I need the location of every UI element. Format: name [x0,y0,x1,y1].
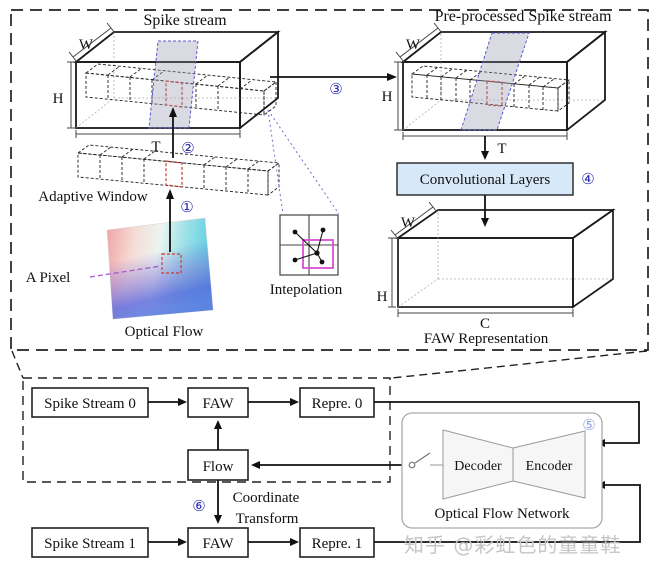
highlighted-cell-red [165,80,183,108]
spike-tube-2 [410,65,571,112]
faw-1-label: FAW [202,536,234,552]
arrow-step-4 [481,195,489,227]
faw-1-box [187,527,249,558]
pipeline-boxes [31,387,375,558]
faw-0-box [187,387,249,418]
adaptive-window-label: Adaptive Window [38,189,148,205]
optical-flow-network: Decoder Encoder Optical Flow Network ⑤ [401,412,603,529]
dim-h-label-2: H [382,89,393,105]
optical-flow-network-label: Optical Flow Network [435,506,570,522]
adaptive-window-tube [76,144,281,196]
pipeline-arrows [148,398,641,546]
step-1-marker: ① [180,198,193,216]
encoder-label: Encoder [526,459,573,474]
preprocessed-title: Pre-processed Spike stream [435,8,612,25]
dim-w-label-2: W [406,37,421,53]
spike-stream-1-box [31,527,149,558]
coordinate-transform-line2: Transform [236,511,299,527]
spike-stream-1-label: Spike Stream 1 [44,536,136,552]
step-3-marker: ③ [329,80,342,98]
arrow-step-1 [166,189,174,252]
faw-submodule-dashed-border [22,377,391,483]
interp-target-magenta-box [302,239,334,269]
interpolation-label: Intepolation [270,282,343,298]
encoder-trapezoid [512,430,586,499]
repre-1-label: Repre. 1 [312,536,363,552]
zoom-funnel-left-line [11,350,24,379]
spike-stream-0-box [31,387,149,418]
watermark-text: 知乎 @彩虹色的童童鞋 [404,533,621,557]
step-4-marker: ④ [581,170,594,188]
interpolation-inset [279,214,339,276]
time-slice-plane-2 [460,32,530,131]
faw-module-dashed-border [10,9,649,351]
faw-0-label: FAW [202,396,234,412]
dim-w-label-3: W [401,215,416,231]
time-slice-plane-1 [148,40,199,129]
step-6-marker: ⑥ [192,497,205,515]
spike-tube-1 [84,63,278,116]
dim-c-label: C [480,316,490,332]
step-2-marker: ② [181,139,194,157]
faw-representation-cuboid [395,208,616,309]
flow-label: Flow [203,459,234,475]
a-pixel-pointer-line [89,265,162,278]
dim-h-label-3: H [377,289,388,305]
dims-faw-cuboid [388,201,574,317]
switch-icon [408,452,443,469]
arrow-step-2 [169,107,177,158]
conv-layers-label: Convolutional Layers [420,172,551,188]
interp-zoom-line-right [267,109,340,215]
dims-cuboid-1 [67,22,241,138]
optical-flow-label: Optical Flow [125,324,204,340]
coordinate-transform-line1: Coordinate [233,490,300,506]
step-5-marker: ⑤ [582,416,595,434]
optical-flow-image [106,217,214,320]
highlighted-cell-red-2 [486,80,503,107]
dim-t-label-2: T [497,141,506,157]
spike-stream-0-label: Spike Stream 0 [44,396,136,412]
repre-0-box [299,387,375,418]
adaptive-window-red-cell [165,160,183,188]
dim-h-label-1: H [53,91,64,107]
dim-t-label-1: T [151,139,160,155]
spike-stream-title: Spike stream [143,12,227,29]
zoom-funnel-right-line [391,350,648,379]
arrow-step-3 [270,73,397,81]
a-pixel-label: A Pixel [26,270,71,286]
repre-0-label: Repre. 0 [312,396,363,412]
dim-w-label-1: W [79,37,94,53]
decoder-label: Decoder [454,459,502,474]
faw-representation-label: FAW Representation [424,331,549,347]
pixel-marker-red-square [161,253,182,274]
arrow-cuboid2-to-conv [481,136,489,160]
